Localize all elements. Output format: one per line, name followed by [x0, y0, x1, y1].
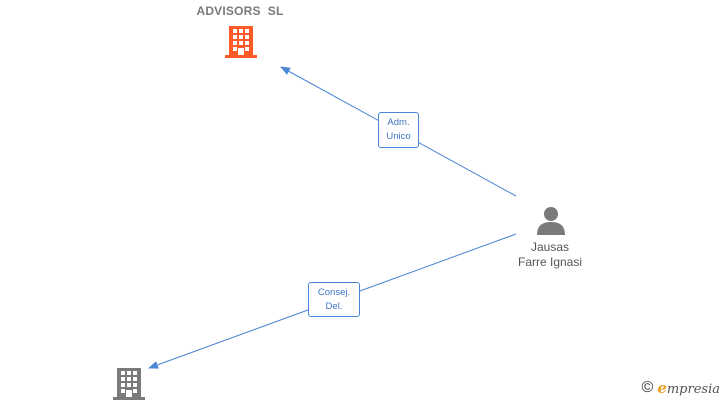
copyright-icon: © [641, 379, 654, 396]
person-name-line2: Farre Ignasi [517, 255, 583, 269]
brand-logo: empresia [657, 379, 720, 397]
building-icon[interactable] [113, 366, 145, 405]
watermark: © empresia [642, 379, 720, 397]
company-top-name[interactable]: ADVISORS SL [196, 4, 284, 18]
brand-first-letter: e [657, 379, 667, 397]
person-icon[interactable] [536, 205, 566, 240]
edge-label-adm-unico[interactable]: Adm. Unico [378, 112, 419, 148]
brand-rest: mpresia [666, 382, 720, 397]
edge-label-line1: Consej. [317, 287, 351, 298]
building-icon[interactable] [225, 24, 257, 63]
edge-label-line1: Adm. [387, 117, 410, 128]
edge-label-line2: Del. [325, 301, 343, 312]
person-name-line1: Jausas [530, 240, 570, 254]
person-name[interactable]: Jausas Farre Ignasi [500, 240, 600, 270]
edge-label-line2: Unico [386, 131, 411, 142]
edge-label-consej-del[interactable]: Consej. Del. [308, 282, 360, 317]
